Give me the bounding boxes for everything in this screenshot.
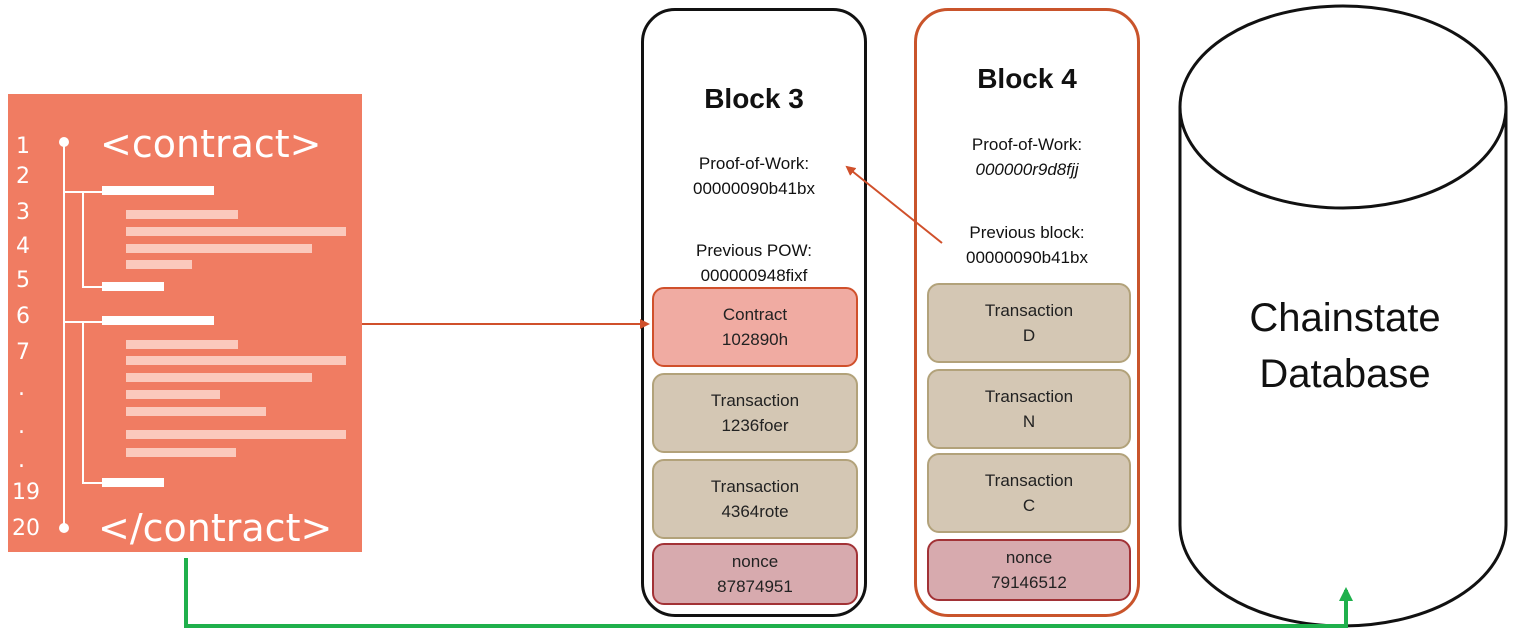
tree-branch <box>82 321 84 483</box>
nonce-item: nonce 87874951 <box>652 543 858 605</box>
item-label: Transaction <box>984 301 1074 320</box>
pow-value-italic: 000000r9d8fjj <box>975 160 1079 179</box>
line-number: 19 <box>12 480 40 505</box>
transaction-item: Transaction 1236foer <box>652 373 858 453</box>
item-value: 102890h <box>721 330 789 349</box>
pow-value: 00000090b41bx <box>693 179 815 198</box>
item-label: nonce <box>1005 548 1053 567</box>
tree-node-dot <box>59 137 69 147</box>
tree-branch <box>82 286 104 288</box>
pow-label: Proof-of-Work: <box>698 154 810 173</box>
code-line <box>126 244 312 253</box>
transaction-item: Transaction C <box>927 453 1131 533</box>
previous-block-value: 00000090b41bx <box>966 248 1088 267</box>
line-number: 5 <box>16 268 30 293</box>
code-line <box>102 316 214 325</box>
item-label: Transaction <box>710 391 800 410</box>
code-line <box>126 340 238 349</box>
block-3: Block 3 Proof-of-Work: 00000090b41bx Pre… <box>641 8 867 617</box>
item-label: Contract <box>722 305 788 324</box>
code-line <box>102 478 164 487</box>
item-label: Transaction <box>984 387 1074 406</box>
tree-trunk <box>63 146 65 526</box>
line-number: 20 <box>12 516 40 541</box>
block-title: Block 3 <box>704 83 804 114</box>
tree-branch <box>82 482 104 484</box>
item-value: 1236foer <box>721 416 789 435</box>
code-line <box>102 282 164 291</box>
previous-pow-label: Previous POW: <box>696 241 812 260</box>
code-line <box>126 210 238 219</box>
line-number: 7 <box>16 340 30 365</box>
previous-block-label: Previous block: <box>969 223 1085 242</box>
code-line <box>126 356 346 365</box>
contract-code-panel: 1 2 3 4 5 6 7 . . . 19 20 <contract> </c… <box>8 94 362 552</box>
item-value: N <box>1022 412 1036 431</box>
database-cylinder-icon <box>1178 4 1508 628</box>
database-label-line2: Database <box>1259 352 1431 396</box>
code-line <box>126 227 346 236</box>
block-title: Block 4 <box>977 63 1077 94</box>
line-number: 3 <box>16 200 30 225</box>
line-number: . <box>18 448 25 473</box>
item-value: 87874951 <box>717 577 793 596</box>
transaction-item: Transaction N <box>927 369 1131 449</box>
line-number: 4 <box>16 234 30 259</box>
line-number: 2 <box>16 164 30 189</box>
database-label-line1: Chainstate <box>1249 296 1441 340</box>
item-value: 79146512 <box>991 573 1067 592</box>
contract-to-database-arrow <box>184 558 1353 628</box>
transaction-item: Transaction 4364rote <box>652 459 858 539</box>
code-line <box>126 260 192 269</box>
nonce-item: nonce 79146512 <box>927 539 1131 601</box>
previous-block-link-arrow <box>845 165 943 244</box>
item-value: D <box>1022 326 1036 345</box>
tree-branch <box>82 191 84 287</box>
item-value: 4364rote <box>721 502 789 521</box>
code-line <box>126 407 266 416</box>
tree-node-dot <box>59 523 69 533</box>
block-4: Block 4 Proof-of-Work: 000000r9d8fjj Pre… <box>914 8 1140 617</box>
item-value: C <box>1022 496 1036 515</box>
item-label: nonce <box>731 552 779 571</box>
line-number: . <box>18 414 25 439</box>
code-line <box>126 390 220 399</box>
contract-close-tag: </contract> <box>98 506 333 550</box>
code-line <box>126 430 346 439</box>
pow-label: Proof-of-Work: <box>971 135 1083 154</box>
line-number: 6 <box>16 304 30 329</box>
code-line <box>102 186 214 195</box>
item-label: Transaction <box>710 477 800 496</box>
line-number: . <box>18 376 25 401</box>
contract-item: Contract 102890h <box>652 287 858 367</box>
item-label: Transaction <box>984 471 1074 490</box>
previous-pow-value: 000000948fixf <box>700 266 808 285</box>
code-line <box>126 373 312 382</box>
line-number: 1 <box>16 134 30 159</box>
code-line <box>126 448 236 457</box>
pow-value: 000000r9d8fjj <box>917 157 1137 182</box>
contract-open-tag: <contract> <box>100 122 322 166</box>
transaction-item: Transaction D <box>927 283 1131 363</box>
